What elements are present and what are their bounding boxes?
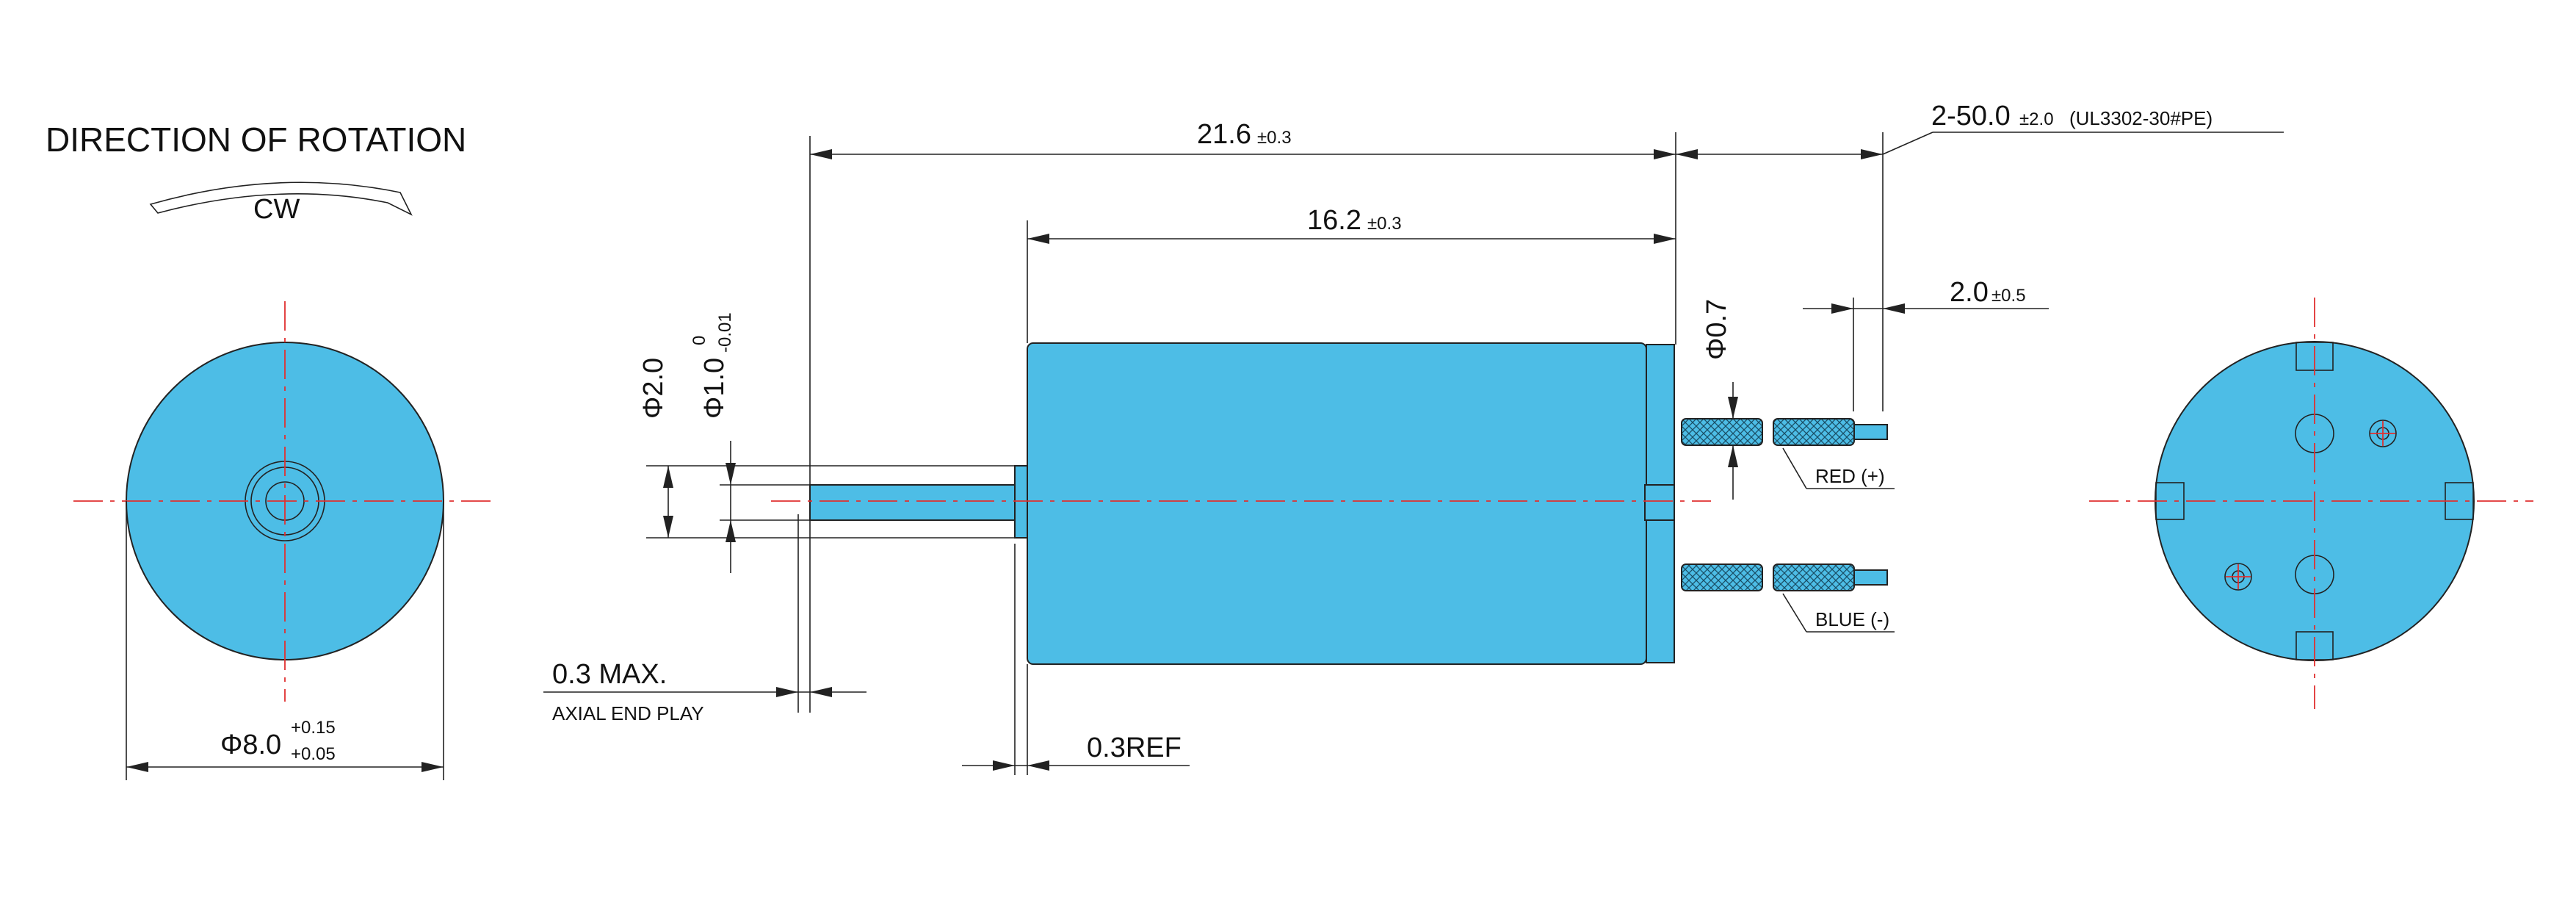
rear-view: [2089, 298, 2533, 709]
side-motor-body: [1027, 342, 1647, 665]
rear-terminal-red: [2369, 420, 2397, 447]
dim-shaft-arrow-top: [726, 463, 736, 485]
rotation-direction: CW: [253, 194, 300, 225]
dim-boss-len-arrow-right: [1027, 760, 1049, 771]
dim-lead-arrow: [1676, 149, 1698, 159]
dim-boss-arrow-top: [663, 466, 673, 488]
overall-length-tol: ±0.3: [1257, 128, 1292, 148]
strip-length-value: 2.0: [1950, 277, 1989, 308]
dim-lead-dia-arrow-bottom: [1728, 445, 1738, 467]
dim-endplay-arrow-left: [776, 687, 798, 697]
front-dim-arrow-left: [126, 762, 148, 772]
red-lead-insulation-1: [1681, 418, 1763, 446]
front-dim-arrow-right: [422, 762, 444, 772]
side-shaft: [809, 484, 1016, 521]
lead-diameter-value: Φ0.7: [1701, 299, 1732, 360]
dim-boss-len-arrow-left: [993, 760, 1015, 771]
dim-endplay-arrow-right: [810, 687, 832, 697]
dim-boss-arrow-bottom: [663, 516, 673, 538]
endplay-value: 0.3 MAX.: [552, 659, 667, 690]
body-length-value: 16.2: [1307, 205, 1361, 236]
boss-length-value: 0.3REF: [1087, 732, 1182, 763]
rotation-heading: DIRECTION OF ROTATION: [46, 120, 466, 159]
rotation-indicator: DIRECTION OF ROTATION CW: [46, 120, 466, 225]
shaft-diameter-value: Φ1.0: [699, 358, 730, 419]
red-leader: [1782, 447, 1807, 489]
blue-lead-insulation-1: [1681, 563, 1763, 591]
dim-lead-arrow-end: [1861, 149, 1883, 159]
lead-spec-value: 2-50.0: [1931, 101, 2011, 132]
front-view: Φ8.0 +0.15 +0.05: [73, 301, 496, 780]
red-lead-insulation-2: [1773, 418, 1855, 446]
front-diameter-tol-lower: +0.05: [291, 744, 336, 764]
red-lead-tip: [1853, 424, 1888, 440]
red-lead-label: RED (+): [1815, 465, 1885, 487]
dim-body-arrow-right: [1654, 234, 1676, 244]
blue-leader: [1782, 593, 1807, 633]
dim-body-arrow-left: [1027, 234, 1049, 244]
boss-diameter-value: Φ2.0: [638, 358, 669, 419]
dim-shaft-arrow-bottom: [726, 520, 736, 542]
shaft-diameter-tol-upper: 0: [690, 336, 709, 345]
endplay-label: AXIAL END PLAY: [552, 702, 704, 724]
body-length-tol: ±0.3: [1367, 214, 1402, 234]
dim-strip-arrow-right: [1883, 303, 1905, 314]
overall-length-value: 21.6: [1197, 119, 1251, 150]
shaft-diameter-tol-lower: -0.01: [715, 312, 735, 353]
side-boss: [1014, 465, 1028, 539]
dim-lead-dia-arrow-top: [1728, 397, 1738, 419]
endcap-bushing: [1644, 484, 1675, 521]
dim-strip-arrow-left: [1831, 303, 1853, 314]
rear-terminal-blue: [2224, 563, 2252, 591]
strip-length-tol: ±0.5: [1991, 286, 2026, 306]
dim-overall-arrow-right: [1654, 149, 1676, 159]
lead-leader: [1882, 132, 1933, 155]
lead-spec-note: (UL3302-30#PE): [2069, 107, 2213, 129]
front-diameter-tol-upper: +0.15: [291, 718, 336, 738]
dim-overall-arrow-left: [810, 149, 832, 159]
front-diameter-value: Φ8.0: [220, 730, 281, 760]
side-view: 21.6 ±0.3 16.2 ±0.3 2-50.0 ±2.0 (UL3302-…: [543, 101, 2284, 775]
blue-lead-insulation-2: [1773, 563, 1855, 591]
lead-spec-tol: ±2.0: [2019, 109, 2054, 129]
blue-lead-tip: [1853, 569, 1888, 586]
blue-lead-label: BLUE (-): [1815, 608, 1889, 630]
rotation-arrow: [149, 181, 413, 216]
